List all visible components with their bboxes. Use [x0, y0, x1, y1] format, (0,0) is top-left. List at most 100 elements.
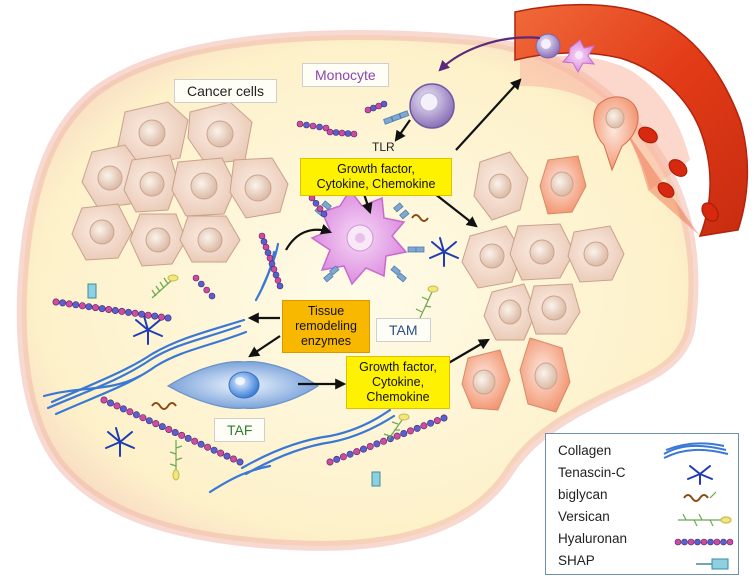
hyaluronan-bead [359, 445, 367, 453]
hyaluronan-bead [296, 120, 304, 128]
legend-hyaluronan: Hyaluronan [558, 531, 628, 546]
hyaluronan-bead [230, 455, 238, 463]
tam-cell [310, 188, 408, 286]
hyaluronan-bead [268, 260, 276, 268]
tam-label: TAM [376, 318, 431, 342]
hyaluronan-bead [260, 238, 268, 245]
versican-molecules [151, 277, 433, 470]
hyaluronan-bead [85, 303, 93, 311]
hyaluronan-bead [674, 538, 682, 546]
legend-collagen-icon [663, 442, 729, 459]
remodeling-line-3: enzymes [300, 334, 352, 348]
monocyte-label: Monocyte [302, 63, 389, 87]
hyaluronan-bead [346, 450, 354, 458]
cancer-cells-label: Cancer cells [174, 79, 278, 103]
hyaluronan-bead [92, 304, 100, 312]
biglycan-molecules [151, 214, 429, 410]
hyaluronan-bead [700, 538, 708, 546]
monocyte-cell [409, 83, 455, 129]
hyaluronan-bead [217, 449, 225, 457]
hyaluronan-bead [303, 121, 310, 129]
legend-biglycan: biglycan [558, 487, 608, 502]
hyaluronan-bead [707, 538, 714, 546]
hyaluronan-bead [326, 458, 334, 466]
taf-factor-line-1: Growth factor, [359, 360, 437, 374]
hyaluronan-bead [316, 123, 323, 131]
hyaluronan-bead [400, 429, 408, 437]
hyaluronan-bead [151, 312, 159, 320]
hyaluronan-bead [316, 205, 324, 212]
hyaluronan-bead [406, 427, 414, 435]
hyaluronan-bead [197, 440, 205, 448]
hyaluronan-bead [274, 277, 282, 284]
hyaluronan-bead [111, 306, 119, 314]
hyaluronan-bead [320, 210, 328, 218]
tam-factor-line-1: Growth factor, [337, 162, 415, 176]
red-blood-cells [638, 126, 719, 222]
hyaluronan-bead [184, 434, 192, 442]
shap-molecules [87, 283, 381, 487]
hyaluronan-bead [138, 310, 146, 318]
hyaluronan-bead [433, 417, 441, 425]
hyaluronan-bead [236, 458, 244, 466]
legend-symbols [663, 442, 734, 570]
hyaluronan-bead [720, 538, 727, 546]
extravasating-cell [593, 96, 639, 172]
hyaluronan-bead [158, 423, 166, 431]
vessel-macrophage [561, 39, 596, 74]
hyaluronan-bead [344, 130, 352, 137]
taf-factor-line-2: Cytokine, [371, 375, 425, 389]
tam-growth-factor-box: Growth factor, Cytokine, Chemokine [300, 158, 452, 196]
hyaluronan-bead [258, 232, 266, 240]
hyaluronan-bead [178, 431, 186, 439]
hyaluronan-bead [165, 425, 173, 433]
hyaluronan-bead [223, 452, 231, 460]
hyaluronan-bead [373, 440, 381, 448]
tlr-label: TLR [372, 140, 395, 154]
hyaluronan-bead [687, 538, 695, 546]
hyaluronan-bead [78, 302, 86, 310]
legend: Collagen Tenascin-C biglycan Versican Hy… [545, 433, 739, 575]
hyaluronan-bead [107, 399, 115, 407]
hyaluronan-bead [366, 442, 374, 450]
hyaluronan-bead [333, 455, 341, 463]
hyaluronan-bead [131, 309, 139, 317]
hyaluronan-bead [339, 453, 347, 461]
vessel-monocyte [535, 33, 561, 59]
remodeling-line-1: Tissue [307, 304, 345, 318]
legend-biglycan-icon [683, 491, 717, 502]
hyaluronan-bead [326, 128, 334, 136]
hyaluronan-bead [350, 130, 358, 138]
hyaluronan-bead [126, 408, 134, 416]
hyaluronan-bead [204, 443, 212, 451]
hyaluronan-chains [52, 100, 448, 466]
hyaluronan-bead [440, 414, 448, 422]
hyaluronan-bead [264, 249, 272, 256]
hyaluronan-bead [145, 417, 153, 425]
hyaluronan-bead [157, 313, 165, 321]
hyaluronan-bead [309, 122, 317, 130]
hyaluronan-bead [192, 274, 200, 282]
tissue-remodeling-enzymes-box: Tissue remodeling enzymes [282, 300, 370, 353]
hyaluronan-bead [65, 300, 73, 308]
hyaluronan-bead [380, 437, 388, 445]
hyaluronan-bead [113, 402, 121, 410]
legend-shap-icon [696, 558, 729, 570]
tlr-receptor-monocyte [383, 110, 410, 125]
hyaluronan-bead [132, 411, 140, 419]
legend-versican-icon [678, 513, 732, 527]
hyaluronan-bead [203, 286, 210, 294]
hyaluronan-bead [52, 298, 60, 306]
hyaluronan-bead [694, 538, 701, 546]
hyaluronan-bead [152, 420, 160, 428]
taf-cell [166, 361, 320, 409]
versican-heads [167, 274, 439, 481]
legend-tenascin-c-icon [687, 465, 713, 485]
cancer-cell-cluster-right [461, 151, 625, 413]
legend-hyaluronan-icon [674, 538, 734, 546]
hyaluronan-bead [312, 200, 320, 207]
hyaluronan-bead [72, 301, 80, 309]
taf-growth-factor-box: Growth factor, Cytokine, Chemokine [346, 356, 450, 409]
hyaluronan-bead [713, 538, 721, 546]
